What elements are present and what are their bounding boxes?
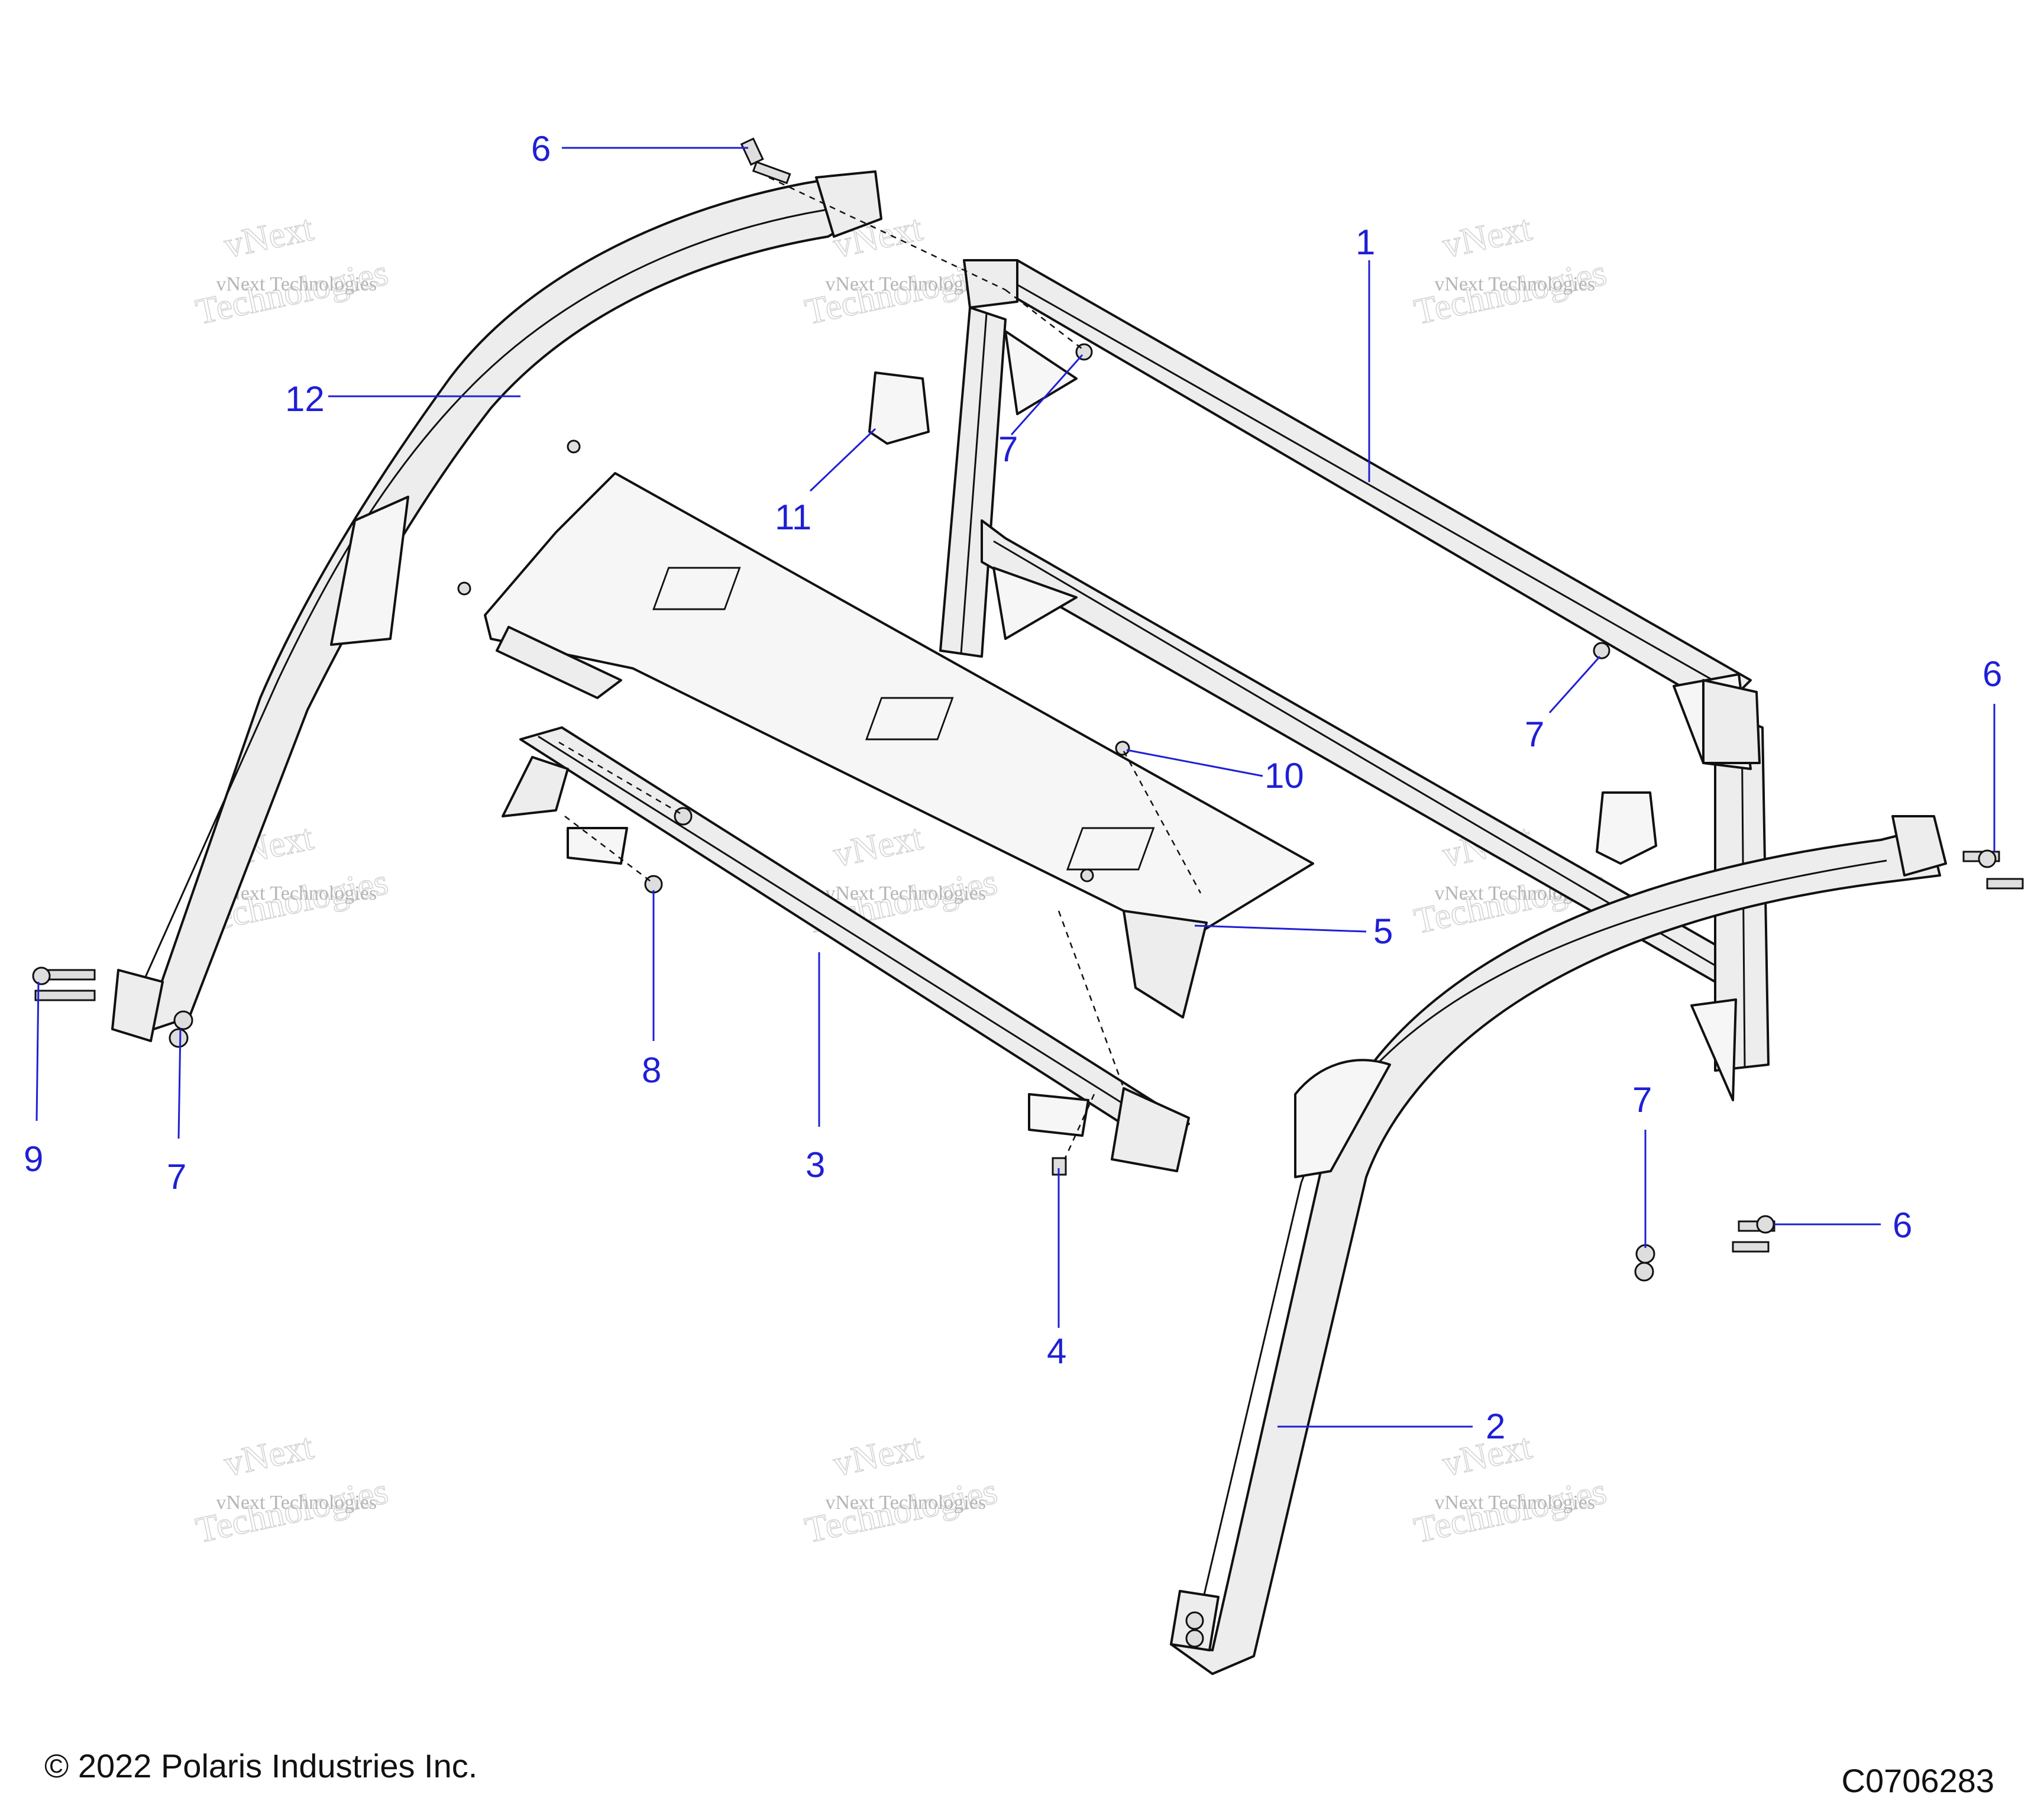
svg-text:vNext: vNext xyxy=(830,1427,926,1485)
svg-text:Technologies: Technologies xyxy=(192,1471,392,1551)
copyright-text: © 2022 Polaris Industries Inc. xyxy=(44,1747,477,1784)
part-3-cross-member xyxy=(502,726,1190,1172)
part-11-cap-right xyxy=(1596,791,1657,865)
watermark: vNext vNext Technologies Technologies xyxy=(192,1426,392,1551)
callout-6-right: 6 xyxy=(1982,654,2002,694)
callout-7-mid: 7 xyxy=(1525,714,1544,754)
svg-text:vNext: vNext xyxy=(1439,208,1535,266)
callout-7-top: 7 xyxy=(998,429,1018,469)
callout-11: 11 xyxy=(775,497,811,537)
callout-9: 9 xyxy=(24,1139,43,1179)
callout-6-lower: 6 xyxy=(1893,1205,1912,1245)
callout-leaders xyxy=(35,147,1996,1428)
callout-5: 5 xyxy=(1373,911,1393,951)
callout-1: 1 xyxy=(1356,222,1375,262)
svg-text:vNext: vNext xyxy=(830,817,926,875)
callout-4: 4 xyxy=(1047,1331,1066,1371)
callout-7-left: 7 xyxy=(167,1157,186,1197)
assembly-lines xyxy=(558,176,1202,1160)
svg-text:vNext Technologies: vNext Technologies xyxy=(1434,273,1595,295)
svg-text:vNext Technologies: vNext Technologies xyxy=(825,882,986,904)
svg-text:Technologies: Technologies xyxy=(1411,1471,1610,1551)
svg-text:vNext: vNext xyxy=(221,208,316,266)
callout-12: 12 xyxy=(285,379,325,419)
svg-text:vNext Technologies: vNext Technologies xyxy=(825,1492,986,1514)
svg-text:vNext: vNext xyxy=(221,1427,316,1485)
svg-text:vNext Technologies: vNext Technologies xyxy=(1434,1492,1595,1514)
watermark: vNext vNext Technologies Technologies xyxy=(1411,208,1610,333)
callout-6-top: 6 xyxy=(531,129,551,169)
callout-7-right: 7 xyxy=(1632,1080,1652,1120)
callout-2: 2 xyxy=(1486,1407,1505,1446)
part-5-rear-panel xyxy=(484,472,1314,1019)
part-1-rear-frame xyxy=(939,259,1770,1101)
svg-text:Technologies: Technologies xyxy=(1411,253,1610,332)
svg-text:vNext Technologies: vNext Technologies xyxy=(825,273,986,295)
diagram-code: C0706283 xyxy=(1842,1762,1994,1799)
svg-text:Technologies: Technologies xyxy=(192,253,392,332)
callout-10: 10 xyxy=(1264,756,1304,796)
svg-text:vNext Technologies: vNext Technologies xyxy=(216,882,377,904)
svg-text:Technologies: Technologies xyxy=(801,1471,1001,1551)
watermark: vNext vNext Technologies Technologies xyxy=(192,208,392,333)
part-12-left-roll-bar xyxy=(111,170,882,1042)
callout-3: 3 xyxy=(806,1145,825,1185)
svg-text:vNext Technologies: vNext Technologies xyxy=(216,273,377,295)
hardware xyxy=(32,137,2024,1282)
part-2-right-roll-bar xyxy=(1170,815,1947,1675)
part-11-cap xyxy=(868,371,930,445)
callout-labels: 1 2 3 4 5 6 6 6 7 7 7 7 8 9 10 11 12 xyxy=(24,129,2002,1446)
svg-text:vNext Technologies: vNext Technologies xyxy=(216,1492,377,1514)
watermark: vNext vNext Technologies Technologies xyxy=(801,1426,1001,1551)
callout-8: 8 xyxy=(642,1050,661,1090)
